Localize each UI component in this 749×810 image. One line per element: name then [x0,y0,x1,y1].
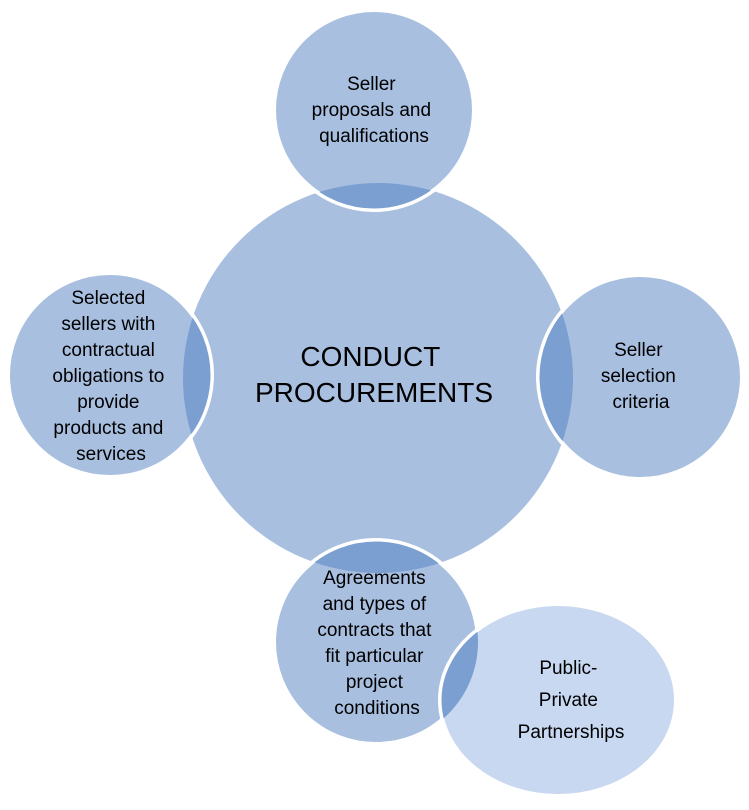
right-label: Seller selection criteria [601,340,681,413]
left-label-line: obligations to [52,366,164,387]
left-label-line: products and [53,418,163,439]
left-circle-outline [6,271,214,479]
left-label: Selected sellers with contractual obliga… [52,288,169,465]
bottom-label-line: and types of [323,594,427,615]
left-label-line: provide [77,392,139,413]
bottom-label-line: contracts that [317,620,432,641]
left-label-line: Selected [71,288,145,309]
extra-label: Public- Private Partnerships [518,658,625,743]
bottom-label-line: Agreements [323,568,425,589]
bottom-label-line: conditions [334,698,420,719]
top-label-line: proposals and [312,100,431,121]
right-label-line: selection [601,366,676,387]
center-circle [183,183,573,573]
top-label: Seller proposals and qualifications [312,74,437,147]
center-label: CONDUCT PROCUREMENTS [255,341,493,408]
top-circle-outline [272,8,476,212]
extra-label-line: Partnerships [518,722,625,743]
extra-circle-outline [438,602,678,798]
left-label-line: services [76,444,146,465]
right-circle-outline [536,273,744,481]
top-label-line: qualifications [319,126,429,147]
left-label-line: sellers with [61,314,155,335]
right-label-line: Seller [614,340,663,361]
extra-label-line: Public- [539,658,597,679]
right-label-line: criteria [612,392,669,413]
left-label-line: contractual [62,340,155,361]
center-label-line: PROCUREMENTS [255,377,493,408]
bottom-label-line: fit particular [325,646,424,667]
extra-label-line: Private [539,690,598,711]
center-label-line: CONDUCT [300,341,440,372]
top-label-line: Seller [347,74,396,95]
bottom-label-line: project [346,672,404,693]
bottom-label: Agreements and types of contracts that f… [317,568,436,719]
